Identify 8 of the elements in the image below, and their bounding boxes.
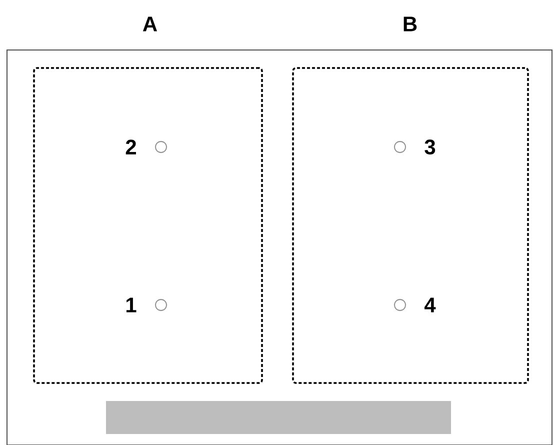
panel-frame (6, 50, 552, 445)
zone-heading: A (142, 16, 158, 32)
number-label: 4 (424, 298, 436, 312)
number-label: 1 (126, 298, 136, 312)
display-bar (106, 401, 451, 434)
number-label: 2 (126, 140, 136, 154)
number-label: 3 (424, 140, 436, 154)
zone-heading: B (404, 16, 417, 32)
